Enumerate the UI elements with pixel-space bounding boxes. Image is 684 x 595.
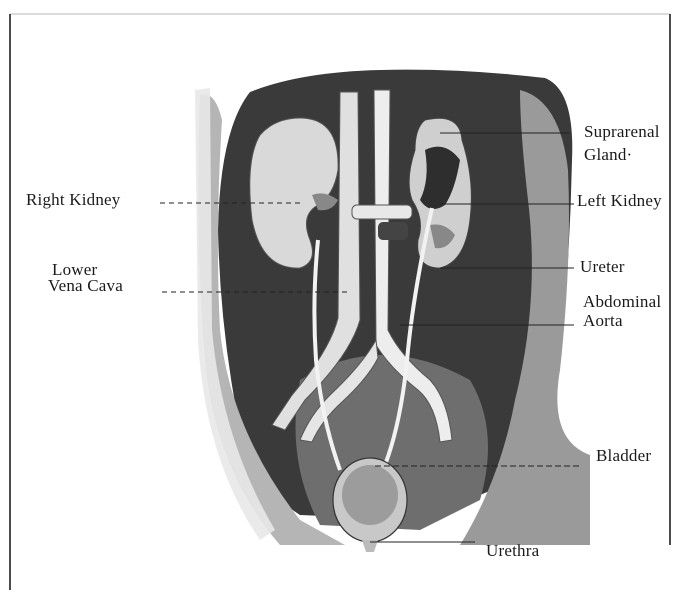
label-urethra: Urethra <box>486 541 539 560</box>
label-left-kidney: Left Kidney <box>577 191 662 210</box>
label-vena-cava: Vena Cava <box>48 276 123 295</box>
label-abdominal: Abdominal <box>583 292 661 311</box>
label-gland: Gland· <box>584 145 632 164</box>
label-right-kidney: Right Kidney <box>26 190 120 209</box>
label-aorta: Aorta <box>583 311 623 330</box>
label-bladder: Bladder <box>596 446 651 465</box>
label-suprarenal: Suprarenal <box>584 122 660 141</box>
bladder-interior <box>342 465 398 525</box>
renal-vessel-lower <box>378 222 408 240</box>
renal-vessel-upper <box>352 205 412 219</box>
label-ureter: Ureter <box>580 257 625 276</box>
